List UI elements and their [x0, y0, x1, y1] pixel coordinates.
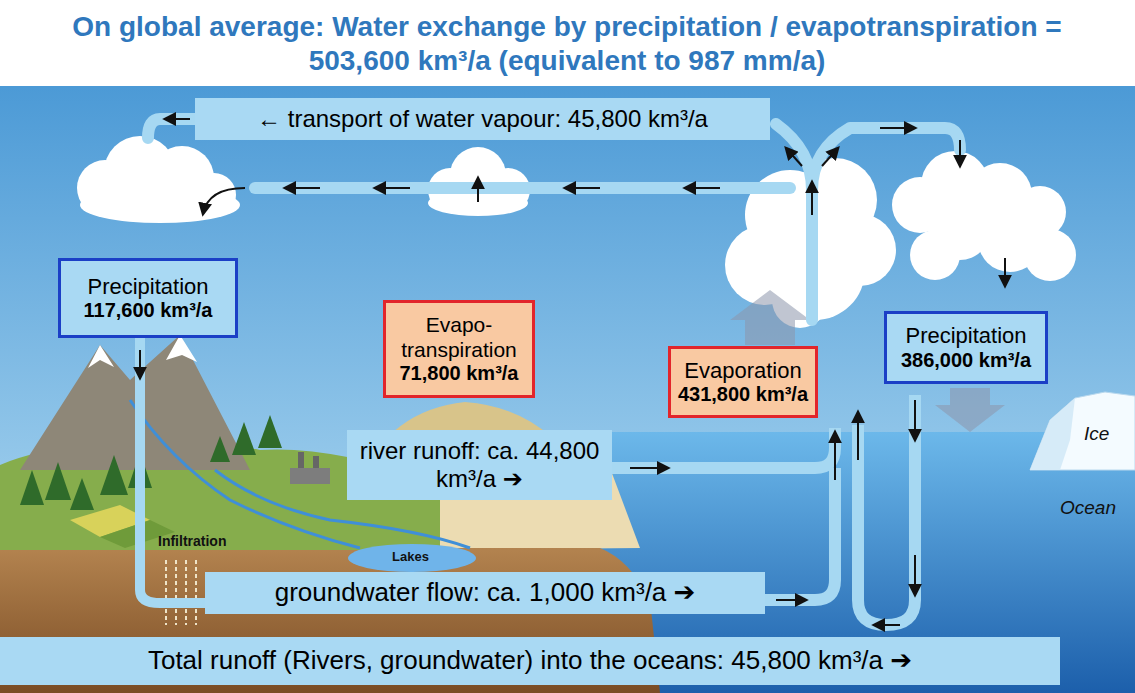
- tree: [20, 470, 44, 505]
- infiltration-line: [165, 560, 167, 625]
- flow-arrow: [285, 187, 320, 189]
- cloud-part: [910, 230, 960, 280]
- infiltration-line: [195, 560, 197, 625]
- groundwater-band: groundwater flow: ca. 1,000 km³/a ➔: [205, 572, 765, 614]
- flow-arrow: [203, 188, 245, 214]
- iceberg-shade: [1030, 398, 1075, 470]
- lake: [348, 544, 476, 572]
- box-value: 117,600 km³/a: [67, 299, 229, 322]
- flow-arrow: [630, 467, 668, 469]
- tree: [258, 415, 282, 448]
- box-text: river runoff: ca. 44,800 km³/a ➔: [353, 437, 606, 492]
- circulation-tube: [858, 395, 915, 625]
- tree: [45, 462, 71, 500]
- box-text: Precipitation: [67, 274, 229, 299]
- sky: [0, 86, 1135, 693]
- iceberg: [1030, 392, 1135, 470]
- ice-label: Ice: [1084, 424, 1109, 445]
- flow-arrow: [822, 148, 838, 166]
- tree: [210, 436, 230, 462]
- vapour-tube: [812, 128, 960, 190]
- box-text: groundwater flow: ca. 1,000 km³/a ➔: [211, 578, 759, 608]
- box-value: 71,800 km³/a: [392, 362, 526, 385]
- flow-arrow: [914, 400, 916, 440]
- box-value: 386,000 km³/a: [893, 349, 1039, 372]
- flow-arrow: [565, 187, 600, 189]
- factory: [290, 468, 330, 484]
- box-text: Evaporation: [677, 358, 809, 383]
- runoff-tube: [600, 428, 835, 468]
- flow-arrow: [857, 412, 859, 460]
- ocean-label: Ocean: [1060, 498, 1116, 519]
- precipitation-box: Precipitation386,000 km³/a: [884, 311, 1048, 384]
- chimney: [313, 456, 319, 468]
- cloud-part: [80, 187, 240, 223]
- vapour-tube: [148, 119, 200, 138]
- vapour-transport-band: ← transport of water vapour: 45,800 km³/…: [195, 98, 770, 140]
- cloud-part: [1024, 229, 1076, 281]
- tree: [70, 478, 94, 510]
- flow-arrow: [786, 148, 802, 166]
- box-text: Total runoff (Rivers, groundwater) into …: [6, 646, 1054, 676]
- total-runoff-band: Total runoff (Rivers, groundwater) into …: [0, 637, 1060, 685]
- flow-arrow: [139, 350, 141, 378]
- chimney: [298, 452, 304, 468]
- box-value: 431,800 km³/a: [677, 383, 809, 406]
- evapotranspiration-box: Evapo- transpiration71,800 km³/a: [383, 300, 535, 398]
- flow-arrow: [375, 187, 410, 189]
- flow-arrow: [834, 432, 836, 480]
- groundwater-tube: [760, 468, 835, 600]
- cloud-part: [824, 214, 896, 286]
- infiltration-label: Infiltration: [158, 534, 226, 549]
- river: [130, 400, 360, 548]
- flow-arrow: [1004, 258, 1006, 286]
- snow-cap: [88, 345, 114, 368]
- box-text: Evapo- transpiration: [392, 313, 526, 361]
- flow-arrow: [165, 118, 190, 120]
- big-down-arrow: [935, 388, 1005, 432]
- box-text: ← transport of water vapour: 45,800 km³/…: [201, 105, 764, 133]
- vapour-tube: [255, 182, 790, 194]
- evaporation-box: Evaporation431,800 km³/a: [668, 346, 818, 418]
- flow-arrow: [776, 599, 806, 601]
- title-text: On global average: Water exchange by pre…: [22, 5, 1112, 83]
- tree: [100, 455, 128, 495]
- flow-arrow: [874, 624, 900, 626]
- flow-arrow: [811, 182, 813, 215]
- flow-arrow: [959, 140, 961, 166]
- title-ground: [0, 0, 1135, 86]
- infiltration-line: [185, 560, 187, 625]
- water-tube: [140, 338, 215, 603]
- lakes-label: Lakes: [392, 550, 429, 564]
- flow-arrow: [880, 127, 915, 129]
- big-up-arrow: [730, 290, 810, 345]
- vapour-tube: [776, 124, 812, 320]
- flow-arrow: [477, 178, 479, 202]
- snow-cap: [166, 335, 197, 362]
- precipitation-box: Precipitation117,600 km³/a: [58, 258, 238, 338]
- flow-arrow: [685, 187, 720, 189]
- flow-arrow: [914, 555, 916, 595]
- vapour-tubes: [148, 119, 960, 320]
- infiltration-line: [175, 560, 177, 625]
- box-text: Precipitation: [893, 323, 1039, 348]
- flow-arrows: [140, 119, 1005, 625]
- tree: [232, 422, 256, 455]
- river-runoff-band: river runoff: ca. 44,800 km³/a ➔: [347, 430, 612, 500]
